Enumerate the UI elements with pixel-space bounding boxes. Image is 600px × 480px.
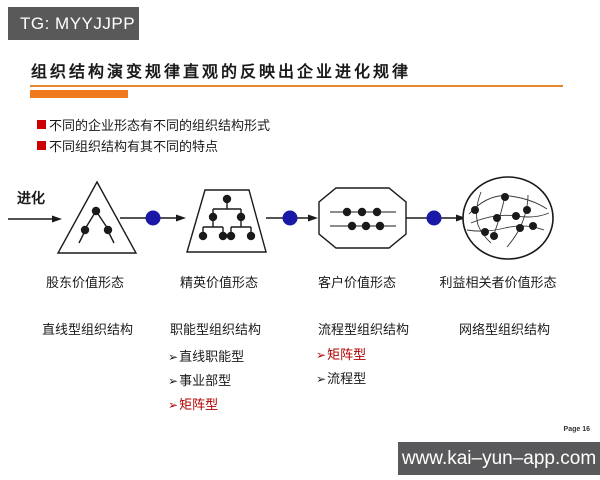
arrowhead-bullet-icon: ➢ [168, 350, 179, 364]
structure-item-label: 事业部型 [179, 373, 232, 388]
connector-arrow [406, 210, 466, 226]
structure-item: ➢流程型 [316, 368, 366, 387]
bullet-square-icon [37, 120, 46, 129]
evolution-diagram [8, 176, 554, 260]
evolution-label: 进化 [17, 192, 45, 207]
structure-item: ➢直线职能型 [168, 346, 244, 365]
bullet-text: 不同的企业形态有不同的组织结构形式 [49, 118, 271, 133]
page-title: 组织结构演变规律直观的反映出企业进化规律 [31, 64, 412, 81]
structure-item-label: 流程型 [327, 371, 367, 386]
arrowhead-bullet-icon: ➢ [316, 348, 327, 362]
top-watermark-box: TG: MYYJJPP [8, 7, 139, 40]
milestone-dot-icon [426, 210, 442, 226]
arrowhead-bullet-icon: ➢ [316, 372, 327, 386]
value-form-label: 精英价值形态 [179, 275, 258, 290]
network-circle-shape-icon [462, 176, 554, 260]
value-form-label: 客户价值形态 [317, 275, 396, 290]
bullet-square-icon [37, 141, 46, 150]
structure-title: 直线型组织结构 [42, 322, 134, 337]
octagon-shape-icon [318, 187, 407, 249]
triangle-shape-icon [56, 180, 138, 254]
structure-item-highlighted: ➢矩阵型 [168, 394, 218, 413]
bullet-text: 不同组织结构有其不同的特点 [49, 139, 219, 154]
value-form-label: 利益相关者价值形态 [439, 275, 557, 290]
connector-arrow [266, 210, 318, 226]
top-watermark-label: TG: MYYJJPP [20, 13, 136, 33]
structure-title: 流程型组织结构 [318, 322, 410, 337]
structure-item-highlighted: ➢矩阵型 [316, 344, 366, 363]
arrowhead-bullet-icon: ➢ [168, 374, 179, 388]
title-rule-thick [30, 90, 128, 98]
evolution-arrow [8, 215, 62, 223]
arrowhead-bullet-icon: ➢ [168, 398, 179, 412]
milestone-dot-icon [145, 210, 161, 226]
structure-title: 职能型组织结构 [170, 322, 262, 337]
bullet-item: 不同组织结构有其不同的特点 [37, 136, 218, 155]
trapezoid-shape-icon [186, 189, 267, 253]
structure-item-label: 矩阵型 [327, 347, 367, 362]
bottom-watermark-url: www.kai–yun–app.com [401, 447, 597, 469]
bottom-watermark-bar: www.kai–yun–app.com [398, 442, 600, 475]
structure-item-label: 直线职能型 [179, 349, 245, 364]
structure-item-label: 矩阵型 [179, 397, 219, 412]
structure-item: ➢事业部型 [168, 370, 231, 389]
value-form-label: 股东价值形态 [45, 275, 124, 290]
title-rule-thin [30, 85, 563, 87]
connector-arrow [120, 210, 186, 226]
milestone-dot-icon [282, 210, 298, 226]
structure-title: 网络型组织结构 [459, 322, 551, 337]
bullet-item: 不同的企业形态有不同的组织结构形式 [37, 115, 270, 134]
page-number: Page 16 [563, 426, 590, 433]
